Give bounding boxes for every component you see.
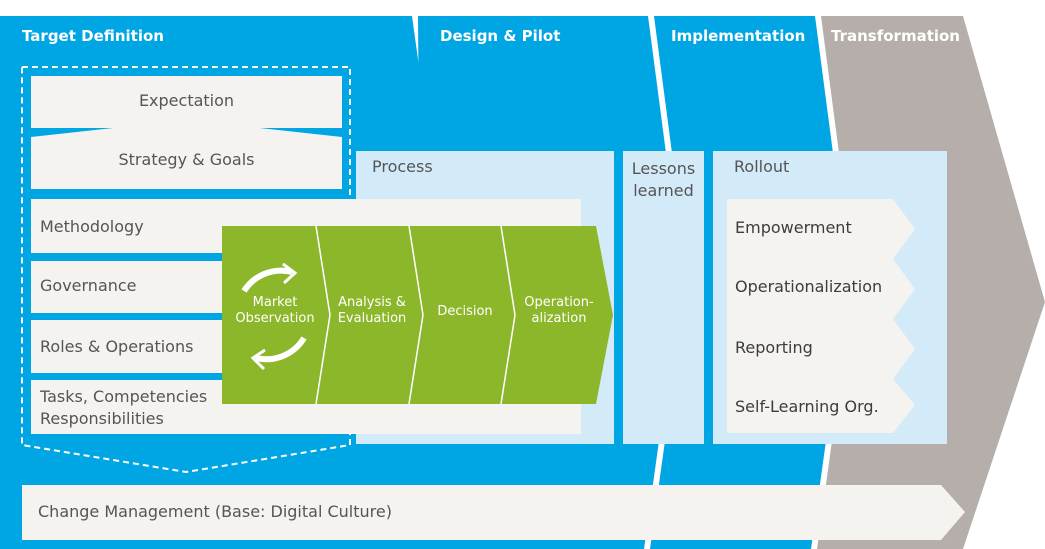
rollout-title: Rollout — [734, 157, 790, 176]
step-divider — [315, 225, 331, 316]
row-label-methodology: Methodology — [40, 217, 144, 236]
step-market-observation-shape — [222, 226, 330, 404]
strategy-shape — [31, 120, 342, 189]
row-label-governance: Governance — [40, 276, 137, 295]
step-label-decision: Decision — [437, 304, 493, 319]
cycle-icon — [241, 262, 307, 371]
change-management-shape — [22, 485, 965, 540]
step-operationalization-shape — [501, 226, 613, 404]
rollout-item-operationalization-shape — [727, 259, 915, 319]
expectation-shape — [31, 76, 342, 128]
row-label-tasks: Tasks, Competencies Responsibilities — [40, 387, 208, 428]
rollout-item-empowerment: Empowerment — [735, 218, 852, 237]
step-analysis-shape — [316, 226, 423, 404]
target-dashed-outline — [21, 66, 351, 474]
step-decision-shape — [409, 226, 515, 404]
expectation-label: Expectation — [138, 91, 235, 110]
phase-header-target-definition: Target Definition — [22, 27, 164, 45]
row-label-roles-operations: Roles & Operations — [40, 337, 194, 356]
rollout-item-self-learning: Self-Learning Org. — [735, 397, 879, 416]
rollout-item-empowerment-shape — [727, 199, 915, 259]
change-management-label: Change Management (Base: Digital Culture… — [38, 502, 392, 521]
lessons-learned-label: Lessons learned — [631, 159, 696, 200]
lessons-learned-panel — [623, 151, 704, 444]
step-divider — [315, 314, 331, 405]
step-divider — [500, 225, 516, 316]
rollout-item-operationalization: Operationalization — [735, 277, 883, 296]
phase-header-transformation: Transformation — [831, 27, 960, 45]
step-divider — [500, 314, 516, 405]
step-label-market-observation: Market Observation — [235, 295, 315, 327]
step-divider — [408, 314, 424, 405]
phase-header-design-pilot: Design & Pilot — [440, 27, 561, 45]
step-label-operationalization: Operation-alization — [524, 295, 594, 327]
rollout-item-self-learning-shape — [727, 379, 915, 433]
strategy-goals-label: Strategy & Goals — [118, 150, 255, 169]
step-divider — [408, 225, 424, 316]
rollout-item-reporting: Reporting — [735, 338, 813, 357]
rollout-item-reporting-shape — [727, 319, 915, 379]
phase-header-implementation: Implementation — [671, 27, 806, 45]
step-label-analysis-evaluation: Analysis & Evaluation — [337, 295, 407, 327]
process-label: Process — [372, 157, 433, 176]
